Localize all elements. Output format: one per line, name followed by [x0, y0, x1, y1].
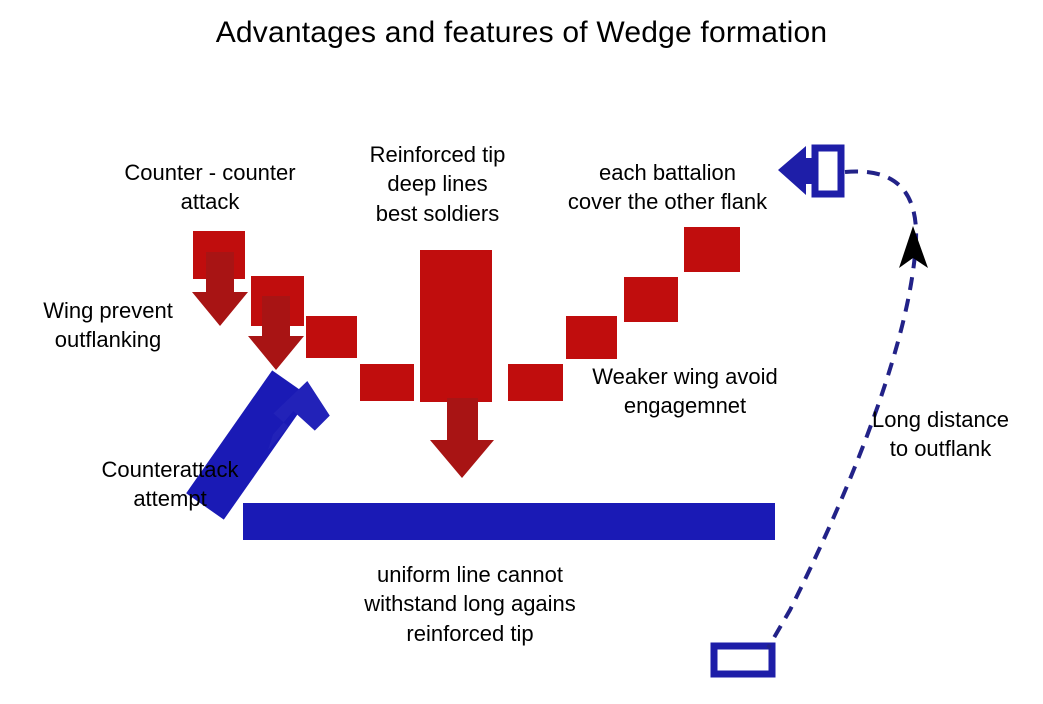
label-weaker-wing: Weaker wing avoid engagemnet [592, 364, 778, 419]
center-tip-block [420, 250, 492, 402]
red-wedge-blocks [193, 227, 740, 402]
right-outer-block [684, 227, 740, 272]
label-reinforced-tip: Reinforced tip deep lines best soldiers [369, 142, 506, 226]
left-mid-block [306, 316, 357, 358]
right-mid-block [566, 316, 617, 359]
center-tip-down-arrow [430, 398, 494, 478]
label-wing-prevent-outflanking: Wing prevent outflanking [43, 298, 173, 353]
counterattack-arrow [268, 381, 330, 450]
left-outer-down-arrow [192, 252, 248, 326]
left-near-tip-block [360, 364, 414, 401]
label-uniform-line: uniform line cannot withstand long again… [364, 562, 576, 646]
flank-route-arrowhead [899, 226, 928, 268]
label-counter-counter-attack: Counter - counter attack [124, 160, 296, 215]
page-title: Advantages and features of Wedge formati… [215, 16, 828, 49]
right-near-tip-block [508, 364, 563, 401]
flanking-battalion-arrow [778, 146, 818, 195]
flanking-battalion-box-bottom [710, 642, 776, 678]
counterattack-diagonal-bar [186, 370, 310, 520]
uniform-line-bar [243, 503, 775, 540]
long-distance-flank-route [766, 169, 919, 650]
label-each-battalion: each battalion cover the other flank [567, 160, 768, 215]
counterattack-unit [186, 370, 330, 520]
red-down-arrows [192, 252, 494, 478]
flanking-battalion-box-top [811, 144, 845, 198]
right-inner-block [624, 277, 678, 322]
flanking-battalion-top [778, 144, 845, 198]
label-long-distance: Long distance to outflank [872, 407, 1009, 462]
label-counterattack-attempt: Counterattack attempt [101, 457, 239, 512]
left-inner-down-arrow [248, 296, 304, 370]
